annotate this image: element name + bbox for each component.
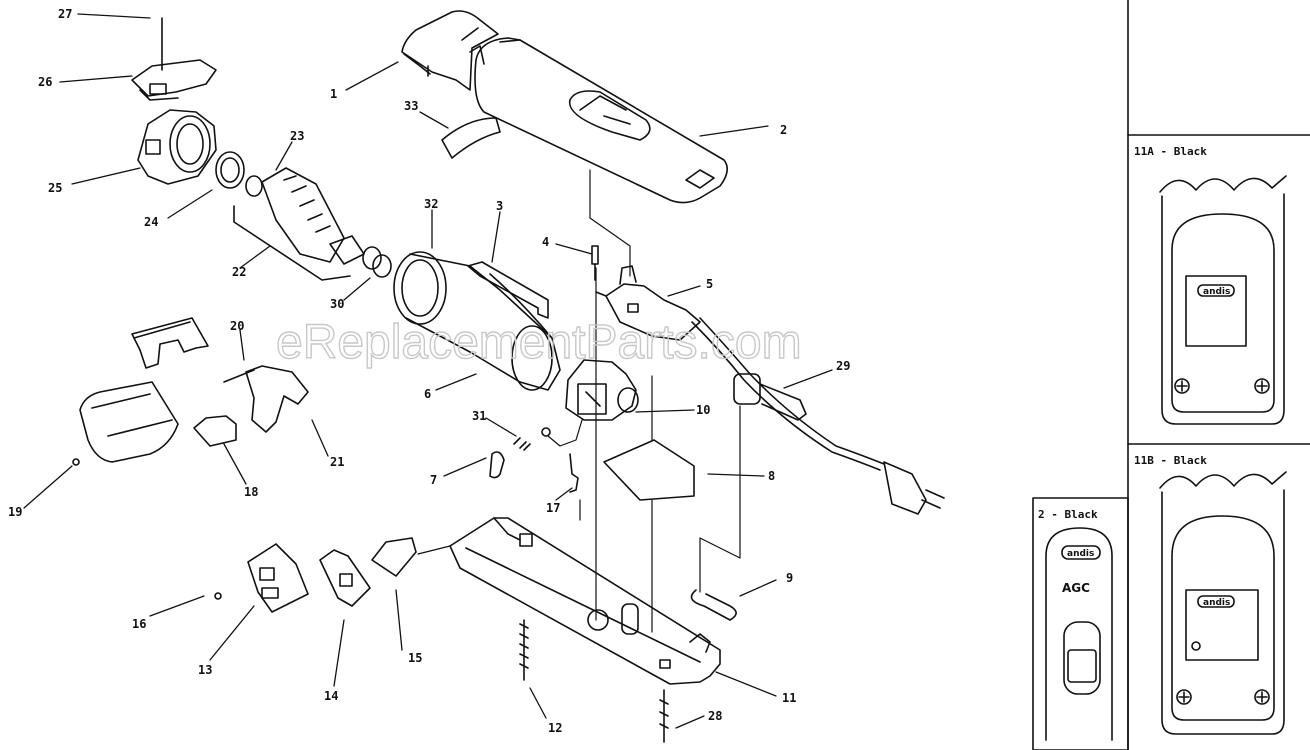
callout-9: 9 xyxy=(786,571,793,585)
part-12-screw xyxy=(519,619,529,681)
callout-29: 29 xyxy=(836,359,850,373)
callout-1: 1 xyxy=(330,87,337,101)
part-9-spring xyxy=(690,589,737,621)
callout-3: 3 xyxy=(496,199,503,213)
part-3-bracket xyxy=(467,261,549,319)
connector-lines xyxy=(417,169,741,633)
top-cover-part xyxy=(401,10,499,91)
panel-2-housing xyxy=(1045,527,1113,741)
callout-30: 30 xyxy=(330,297,344,311)
callout-32: 32 xyxy=(424,197,438,211)
part-8-insulator xyxy=(603,439,695,501)
callout-2: 2 xyxy=(780,123,787,137)
callout-8: 8 xyxy=(768,469,775,483)
small-parts-31-7-17 xyxy=(489,427,579,493)
callout-6: 6 xyxy=(424,387,431,401)
part-33-shield xyxy=(441,117,501,159)
panel-11b-housing xyxy=(1159,471,1287,735)
housing-part xyxy=(474,37,728,204)
panel-2-model: AGC xyxy=(1062,581,1090,595)
callout-10: 10 xyxy=(696,403,710,417)
callout-26: 26 xyxy=(38,75,52,89)
panel-11b-label: 11B - Black xyxy=(1134,454,1207,467)
bottom-housing-part xyxy=(449,517,721,685)
callout-28: 28 xyxy=(708,709,722,723)
leader-lines xyxy=(23,13,833,729)
callout-labels: 27 26 25 24 23 22 1 33 2 32 3 4 5 30 20 … xyxy=(8,7,850,735)
callout-15: 15 xyxy=(408,651,422,665)
callout-14: 14 xyxy=(324,689,338,703)
callout-22: 22 xyxy=(232,265,246,279)
callout-13: 13 xyxy=(198,663,212,677)
callout-21: 21 xyxy=(330,455,344,469)
panel-11a-label: 11A - Black xyxy=(1134,145,1207,158)
callout-27: 27 xyxy=(58,7,72,21)
callout-23: 23 xyxy=(290,129,304,143)
panel-2-brand: andis xyxy=(1067,549,1094,559)
lever-parts xyxy=(214,537,417,613)
callout-19: 19 xyxy=(8,505,22,519)
panel-11b-brand: andis xyxy=(1203,598,1230,608)
watermark-text: eReplacementParts.com xyxy=(276,316,802,369)
callout-24: 24 xyxy=(144,215,158,229)
panel-2-label: 2 - Black xyxy=(1038,508,1098,521)
callout-5: 5 xyxy=(706,277,713,291)
blade-set-part xyxy=(72,317,309,466)
callout-4: 4 xyxy=(542,235,549,249)
blade-assembly-top xyxy=(131,17,217,185)
callout-20: 20 xyxy=(230,319,244,333)
callout-17: 17 xyxy=(546,501,560,515)
callout-11: 11 xyxy=(782,691,796,705)
part-4-screw xyxy=(591,245,599,281)
side-panels xyxy=(1032,0,1310,750)
callout-16: 16 xyxy=(132,617,146,631)
panel-11a-brand: andis xyxy=(1203,287,1230,297)
coil-assembly-part xyxy=(565,359,639,421)
callout-18: 18 xyxy=(244,485,258,499)
callout-25: 25 xyxy=(48,181,62,195)
callout-7: 7 xyxy=(430,473,437,487)
callout-31: 31 xyxy=(472,409,486,423)
callout-33: 33 xyxy=(404,99,418,113)
callout-12: 12 xyxy=(548,721,562,735)
panel-11a-housing xyxy=(1159,175,1287,425)
field-cylinder-part xyxy=(393,251,561,391)
switch-assembly-part xyxy=(595,265,701,341)
part-28-screw xyxy=(659,689,669,743)
power-cord-part xyxy=(691,317,945,515)
armature-part xyxy=(215,151,392,281)
